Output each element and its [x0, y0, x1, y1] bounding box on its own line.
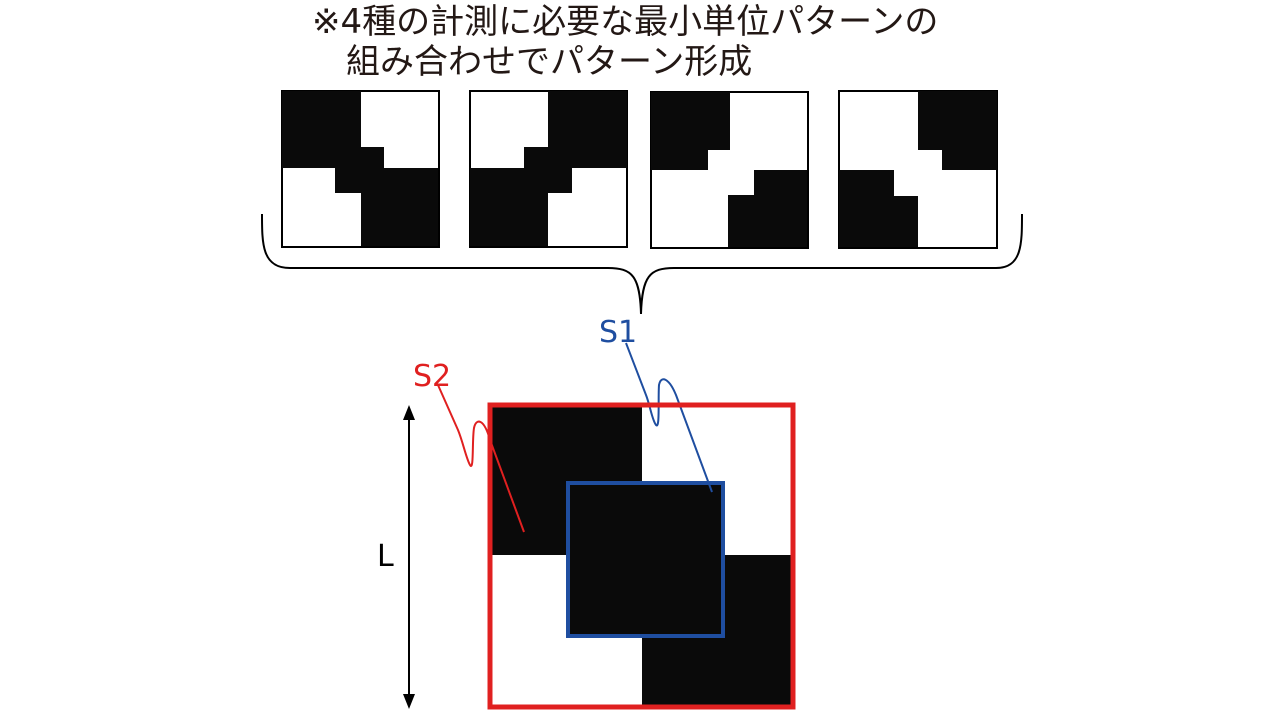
length-arrow-top-head — [403, 405, 415, 420]
pattern-2-black-top-right — [524, 91, 627, 193]
combined-pattern — [490, 405, 793, 707]
pattern-1-black-bottom-right — [361, 168, 438, 246]
length-arrow-bottom-head — [403, 694, 415, 709]
length-label: L — [377, 539, 394, 574]
combined-black-center — [568, 482, 723, 636]
s1-region-outline — [566, 481, 725, 638]
pattern-1-black-top-left — [282, 91, 384, 193]
unit-pattern-2 — [469, 90, 628, 248]
pattern-2-black-bottom-left — [470, 168, 548, 246]
caption-line-1: ※4種の計測に必要な最小単位パターンの — [312, 2, 939, 42]
pattern-4-black-top-right — [918, 91, 997, 170]
s1-leader-line — [625, 342, 713, 493]
unit-pattern-3 — [650, 91, 809, 249]
pattern-4-black-bottom-left — [839, 170, 918, 247]
pattern-3-black-bottom-right — [728, 170, 807, 247]
caption-line-2: 組み合わせでパターン形成 — [346, 42, 753, 82]
s2-label: S2 — [413, 359, 451, 394]
s2-leader-line — [437, 384, 525, 533]
unit-pattern-1 — [281, 90, 440, 248]
s2-region-outline — [487, 402, 796, 710]
pattern-3-black-top-left — [651, 92, 730, 170]
s1-label: S1 — [599, 315, 637, 350]
unit-pattern-4 — [838, 90, 998, 249]
grouping-brace — [261, 213, 1023, 315]
